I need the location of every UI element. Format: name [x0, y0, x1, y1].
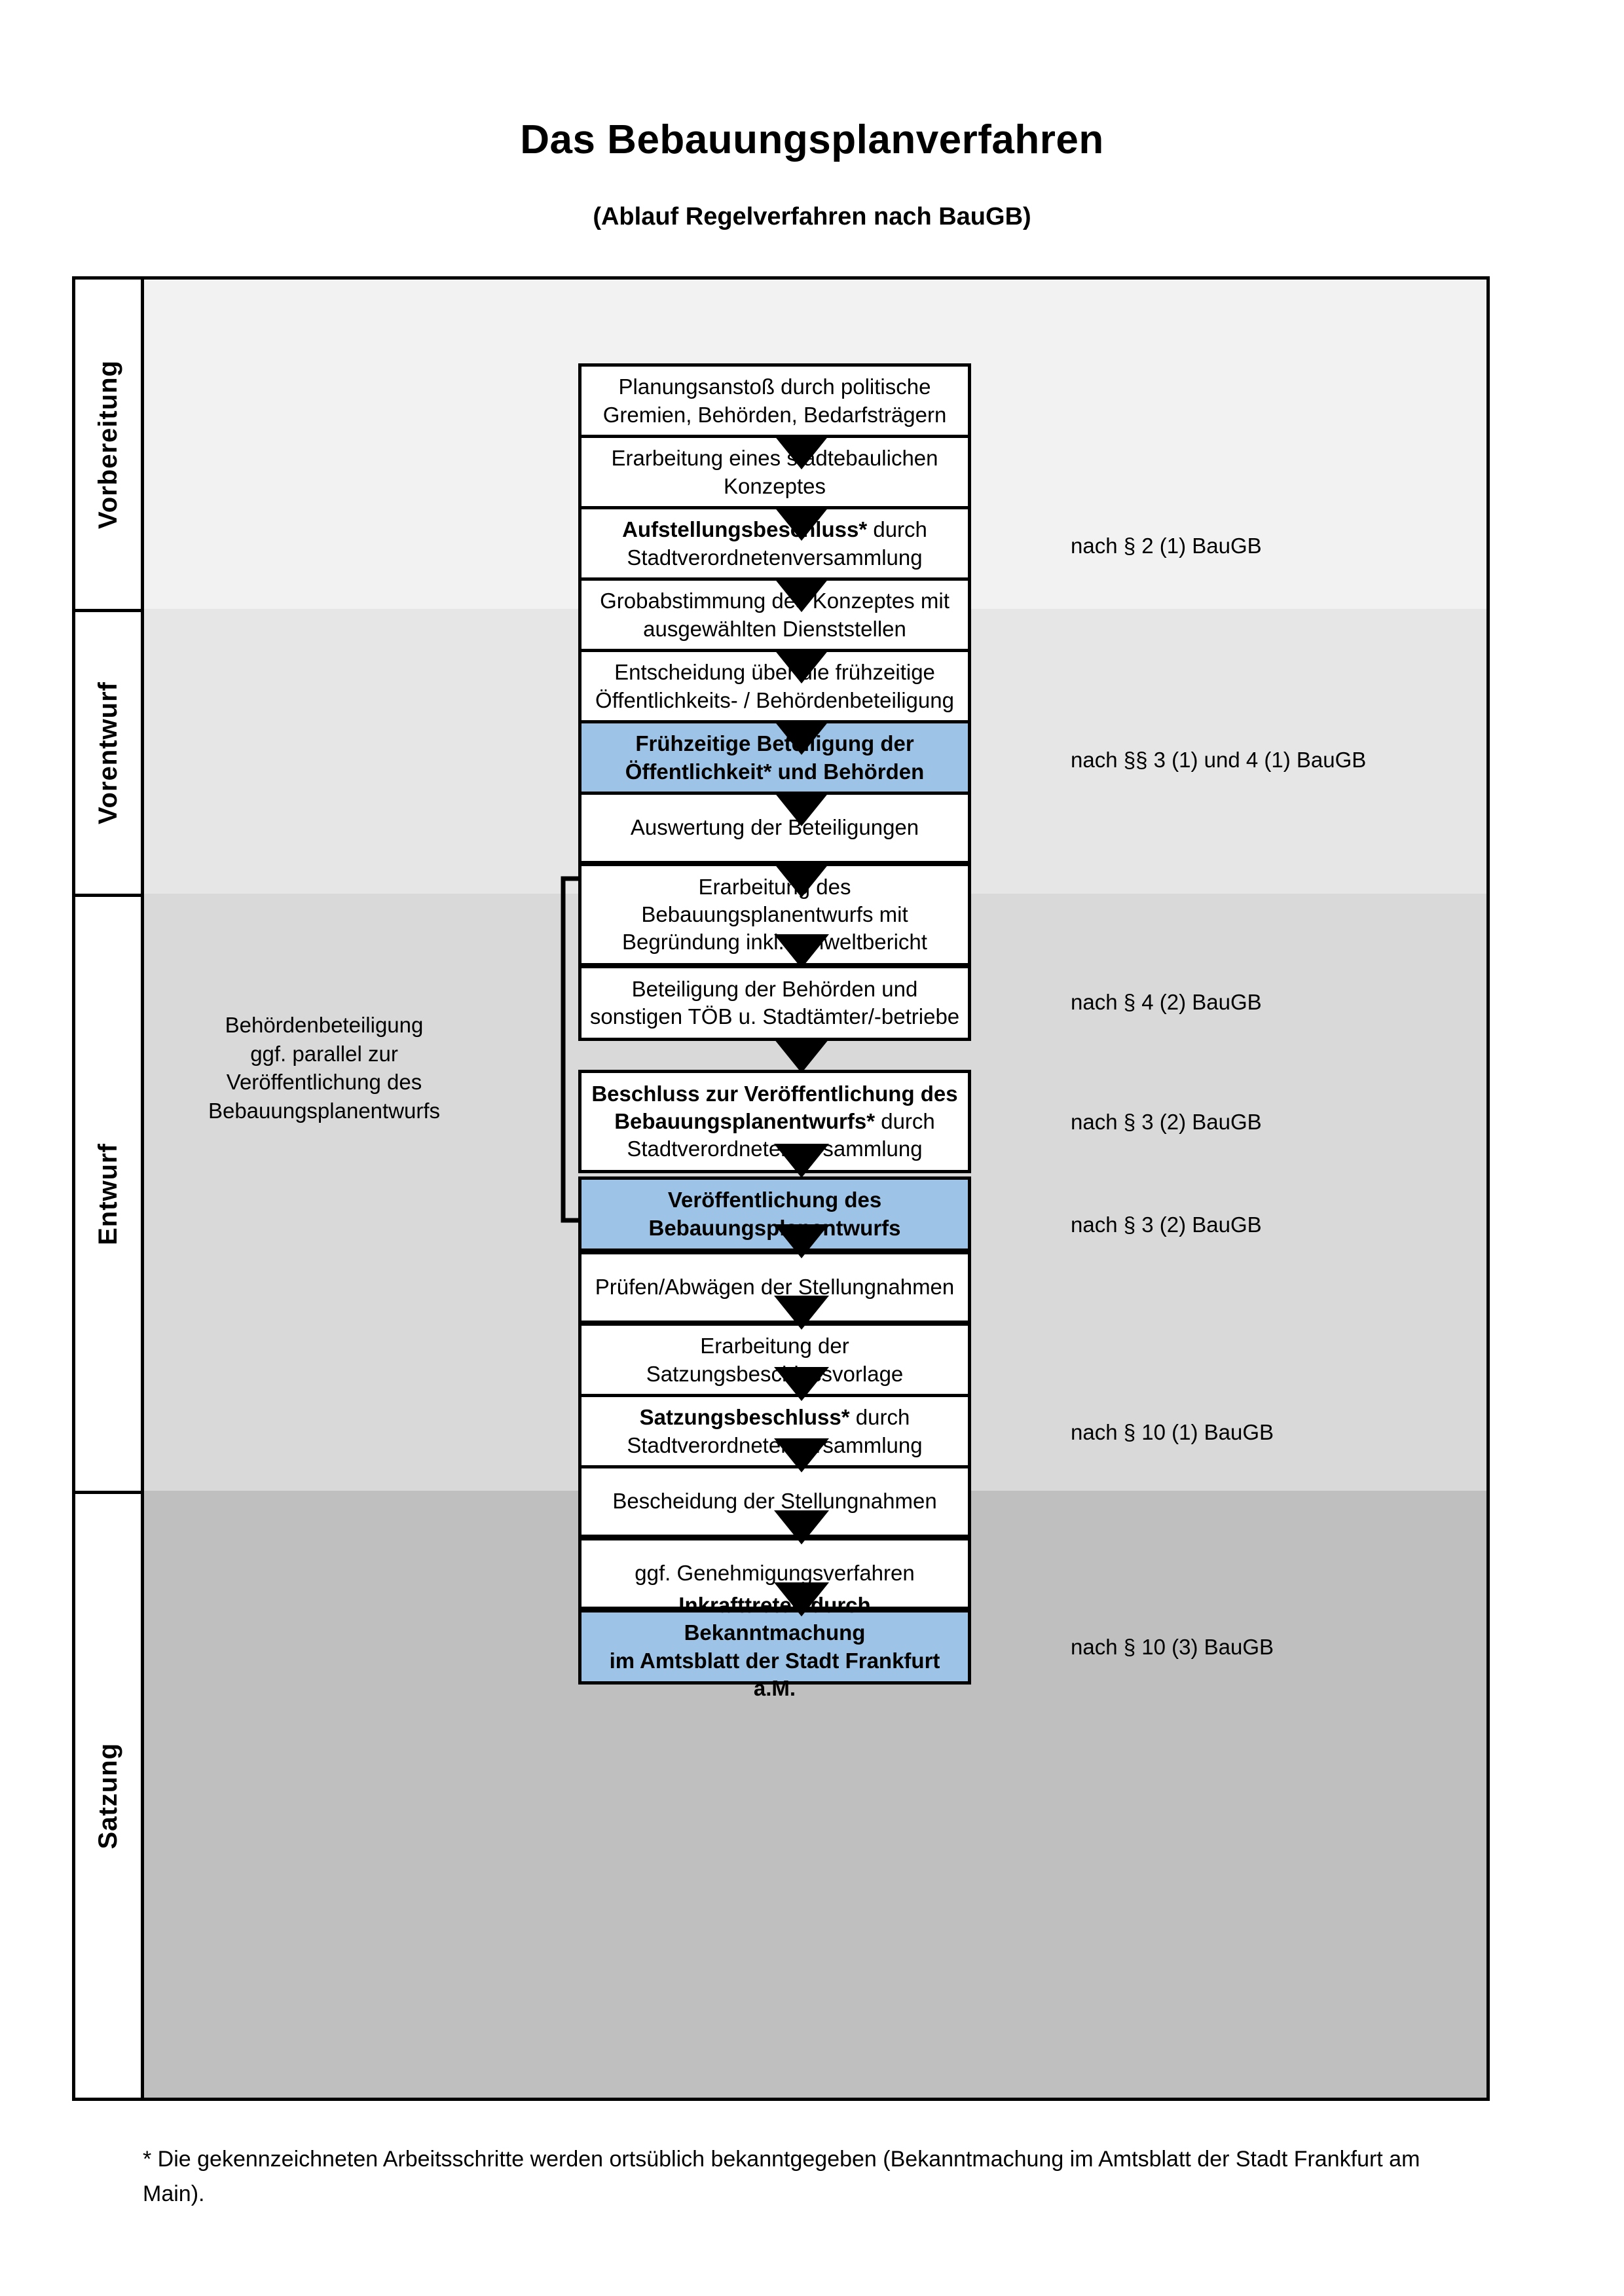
flow-arrow	[774, 1367, 829, 1401]
annotation-par4-2: nach § 4 (2) BauGB	[1071, 990, 1262, 1014]
flow-arrow	[774, 721, 829, 755]
annotation-par3-4: nach §§ 3 (1) und 4 (1) BauGB	[1071, 748, 1367, 772]
flow-arrow	[774, 1296, 829, 1330]
section-label-text: Vorbereitung	[93, 359, 122, 529]
flow-arrow	[774, 649, 829, 683]
annotation-par3-2b: nach § 3 (2) BauGB	[1071, 1212, 1262, 1237]
section-divider	[75, 609, 141, 612]
annotation-par10-3: nach § 10 (3) BauGB	[1071, 1635, 1274, 1659]
section-label-entwurf: Entwurf	[75, 897, 141, 1491]
flow-arrow	[774, 1039, 829, 1073]
step-text: Bescheidung der Stellungnahmen	[612, 1489, 937, 1514]
side-note-parallel-process: Behördenbeteiligung ggf. parallel zur Ve…	[160, 1011, 488, 1125]
flow-arrow	[774, 864, 829, 898]
section-divider	[75, 1491, 141, 1494]
page-title: Das Bebauungsplanverfahren	[520, 117, 1104, 162]
flow-arrow	[774, 507, 829, 541]
step-text: ggf. Genehmigungsverfahren	[635, 1561, 915, 1586]
footnote: * Die gekennzeichneten Arbeitsschritte w…	[143, 2147, 1420, 2206]
annotation-par2: nach § 2 (1) BauGB	[1071, 534, 1262, 558]
flow-arrow	[774, 1438, 829, 1472]
step-text: Prüfen/Abwägen der Stellungnahmen	[595, 1275, 955, 1300]
flow-arrow	[774, 1582, 829, 1616]
step-bescheidung[interactable]: Bescheidung der Stellungnahmen	[578, 1465, 971, 1538]
side-note-line: Bebauungsplanentwurfs	[208, 1098, 441, 1123]
flow-arrow	[774, 792, 829, 826]
annotation-par3-2a: nach § 3 (2) BauGB	[1071, 1110, 1262, 1134]
section-label-column: Vorbereitung Vorentwurf Entwurf Satzung	[75, 280, 144, 2098]
section-label-text: Entwurf	[93, 1142, 122, 1245]
section-label-vorentwurf: Vorentwurf	[75, 612, 141, 894]
section-label-satzung: Satzung	[75, 1494, 141, 2098]
flow-arrow	[774, 578, 829, 612]
page-subtitle: (Ablauf Regelverfahren nach BauGB)	[593, 203, 1031, 230]
section-divider	[75, 894, 141, 897]
flowchart-frame: Vorbereitung Vorentwurf Entwurf Satzung …	[72, 276, 1490, 2101]
section-label-text: Satzung	[93, 1742, 122, 1850]
section-label-text: Vorentwurf	[93, 681, 122, 825]
annotation-par10-1: nach § 10 (1) BauGB	[1071, 1420, 1274, 1444]
side-note-line: ggf. parallel zur	[250, 1041, 398, 1066]
flow-arrow	[774, 435, 829, 469]
flow-arrow	[774, 1224, 829, 1258]
flow-arrow	[774, 1510, 829, 1544]
side-note-line: Veröffentlichung des	[226, 1070, 422, 1095]
flow-arrow	[774, 1144, 829, 1178]
step-auswertung[interactable]: Auswertung der Beteiligungen	[578, 792, 971, 864]
flow-arrow	[774, 934, 829, 968]
section-label-vorbereitung: Vorbereitung	[75, 280, 141, 609]
side-note-line: Behördenbeteiligung	[225, 1013, 424, 1037]
